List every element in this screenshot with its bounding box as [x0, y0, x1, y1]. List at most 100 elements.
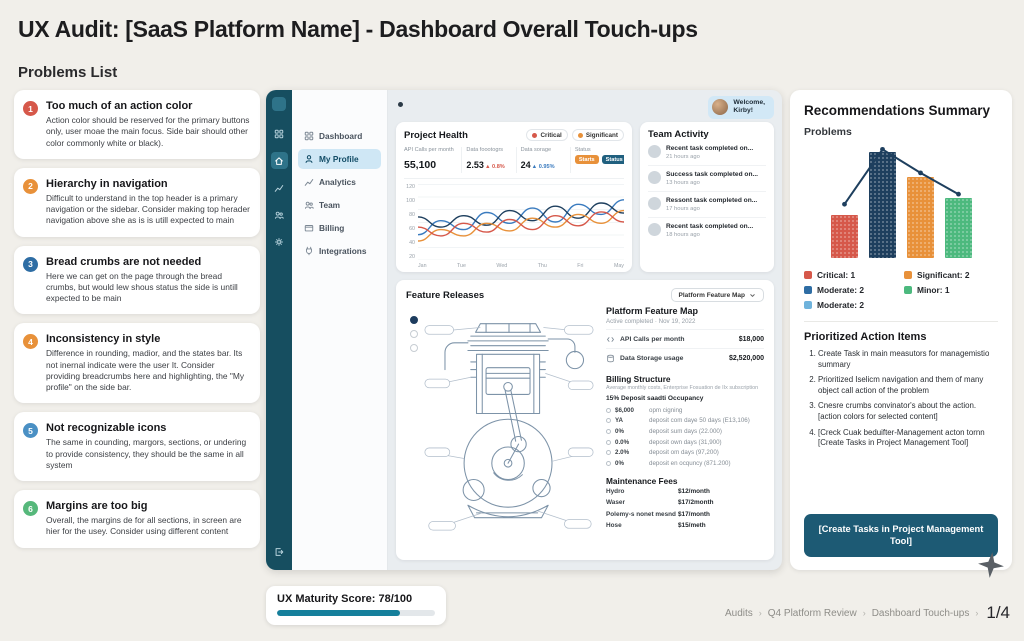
problem-description: Overall, the margins de for all sections…	[46, 515, 242, 537]
action-item: Cnesre crumbs convinator's about the act…	[818, 401, 998, 422]
sidebar-item-team[interactable]: Team	[298, 195, 381, 215]
grid-icon[interactable]	[271, 125, 288, 142]
problem-title: Not recognizable icons	[46, 422, 167, 435]
billing-value: YA	[615, 417, 624, 425]
sidebar-item-integrations[interactable]: Integrations	[298, 241, 381, 261]
y-tick: 120	[406, 184, 415, 190]
code-icon	[606, 335, 615, 344]
problem-description: Difference in rounding, madior, and the …	[46, 348, 245, 392]
user-icon	[304, 154, 314, 164]
filter-tag-critical[interactable]: Critical	[526, 129, 568, 141]
tag-label: Significant	[585, 131, 618, 139]
sparkle-icon	[977, 551, 1006, 580]
problem-description: Here we can get on the page through the …	[46, 270, 238, 304]
summary-bar	[906, 177, 934, 258]
feature-info-panel: Platform Feature Map Active completed · …	[596, 306, 764, 548]
carousel-dot-active[interactable]	[409, 316, 418, 324]
maintenance-row: Waser$17/2month	[606, 497, 764, 508]
billing-value: 2.0%	[615, 449, 630, 457]
page-title: UX Audit: [SaaS Platform Name] - Dashboa…	[18, 16, 698, 42]
activity-item[interactable]: Success task completed on...13 hours ago	[648, 166, 766, 192]
avatar	[648, 222, 661, 236]
row-value: $2,520,000	[728, 354, 764, 362]
breadcrumb-item-audits[interactable]: Audits	[724, 607, 753, 619]
project-health-title: Project Health	[404, 129, 468, 141]
carousel-dot[interactable]	[409, 330, 418, 338]
legend-label: Critical: 1	[817, 270, 856, 280]
divider	[804, 321, 998, 322]
project-health-card: Project Health Critical Significant API …	[396, 122, 632, 272]
activity-time: 18 hours ago	[666, 231, 700, 238]
sidebar-item-analytics[interactable]: Analytics	[298, 172, 381, 192]
users-icon[interactable]	[271, 206, 288, 223]
bullet-icon	[606, 428, 611, 434]
sidebar-item-dashboard[interactable]: Dashboard	[298, 126, 381, 146]
activity-time: 17 hours ago	[666, 205, 700, 212]
feature-map-subtitle: Active completed · Nov 19, 2022	[606, 318, 696, 325]
metric-delta: ▲ 0.95%	[531, 164, 555, 170]
activity-item[interactable]: Recent task completed on...18 hours ago	[648, 218, 766, 243]
activity-item[interactable]: Ressont task completed on...17 hours ago	[648, 192, 766, 218]
x-tick: Fri	[577, 263, 584, 269]
activity-text: Recent task completed on...	[666, 222, 754, 230]
maintenance-row: Hose$15/meth	[606, 520, 764, 531]
create-tasks-button[interactable]: [Create Tasks in Project Management Tool…	[804, 513, 998, 557]
row-value: $18,000	[738, 335, 764, 343]
bullet-icon	[606, 450, 611, 456]
legend-label: Moderate: 2	[817, 285, 865, 295]
x-tick: Thu	[537, 263, 547, 269]
fee-value: $15/meth	[678, 521, 706, 529]
row-label: Data Storage usage	[620, 354, 684, 362]
fee-value: $17/2month	[678, 499, 714, 507]
plug-icon	[304, 246, 314, 256]
y-tick: 100	[406, 198, 415, 204]
maintenance-row: Polemy-s nonet mesnd$17/month	[606, 508, 764, 519]
filter-tag-significant[interactable]: Significant	[571, 129, 624, 141]
menu-dot	[398, 102, 403, 107]
breadcrumb-item-dashboard-touch-ups[interactable]: Dashboard Touch-ups	[871, 607, 970, 619]
activity-text: Recent task completed on...	[666, 145, 754, 152]
feature-map-dropdown[interactable]: Platform Feature Map	[670, 288, 764, 302]
sidebar-item-billing[interactable]: Billing	[298, 218, 381, 238]
activity-time: 21 hours ago	[666, 153, 700, 160]
chart-icon[interactable]	[271, 179, 288, 196]
carousel-dot[interactable]	[409, 344, 418, 352]
welcome-line1: Welcome,	[733, 99, 765, 106]
problem-card: 3 Bread crumbs are not needed Here we ca…	[14, 245, 260, 315]
metric-label: Status	[574, 147, 591, 153]
problems-bar-chart	[804, 146, 998, 258]
maturity-progress-track	[277, 610, 435, 616]
breadcrumb-item-q4-platform-review[interactable]: Q4 Platform Review	[767, 607, 857, 619]
problem-number-badge: 3	[23, 256, 38, 272]
legend-swatch	[804, 286, 812, 294]
legend-item: Moderate: 2	[804, 300, 898, 310]
user-menu[interactable]: Welcome, Kirby!	[708, 96, 774, 119]
recommendations-title: Recommendations Summary	[804, 103, 991, 118]
billing-value: 0.0%	[615, 438, 630, 446]
fee-value: $12/month	[678, 487, 710, 495]
billing-desc: deposit om days (97,200)	[649, 449, 719, 457]
problem-number-badge: 1	[23, 101, 38, 116]
feature-map-title: Platform Feature Map	[606, 306, 699, 316]
legend-item: Critical: 1	[804, 270, 898, 280]
x-tick: Tue	[457, 263, 466, 269]
billing-value: 0%	[615, 459, 624, 467]
logout-icon[interactable]	[271, 543, 288, 560]
metric-label: Data sorage	[520, 147, 552, 153]
chevron-right-icon: ›	[975, 608, 979, 618]
y-axis-labels: 120 100 80 60 40 20	[404, 184, 418, 260]
legend-swatch	[904, 286, 912, 294]
status-badge: Status	[601, 155, 625, 164]
action-items-list: Create Task in main measutors for manage…	[804, 349, 998, 449]
sidebar-item-my-profile[interactable]: My Profile	[298, 149, 381, 169]
activity-item[interactable]: Recent task completed on...21 hours ago	[648, 140, 766, 166]
home-icon[interactable]	[270, 152, 288, 169]
billing-row: 0%deposit sum days (22.000)	[606, 426, 764, 437]
sidebar-item-label: Dashboard	[319, 131, 363, 141]
x-tick: Wed	[496, 263, 508, 269]
gear-icon[interactable]	[271, 233, 288, 250]
problem-title: Hierarchy in navigation	[46, 177, 168, 190]
x-axis-labels: Jan Tue Wed Thu Fri May	[404, 263, 624, 269]
team-activity-card: Team Activity Recent task completed on..…	[640, 122, 774, 272]
